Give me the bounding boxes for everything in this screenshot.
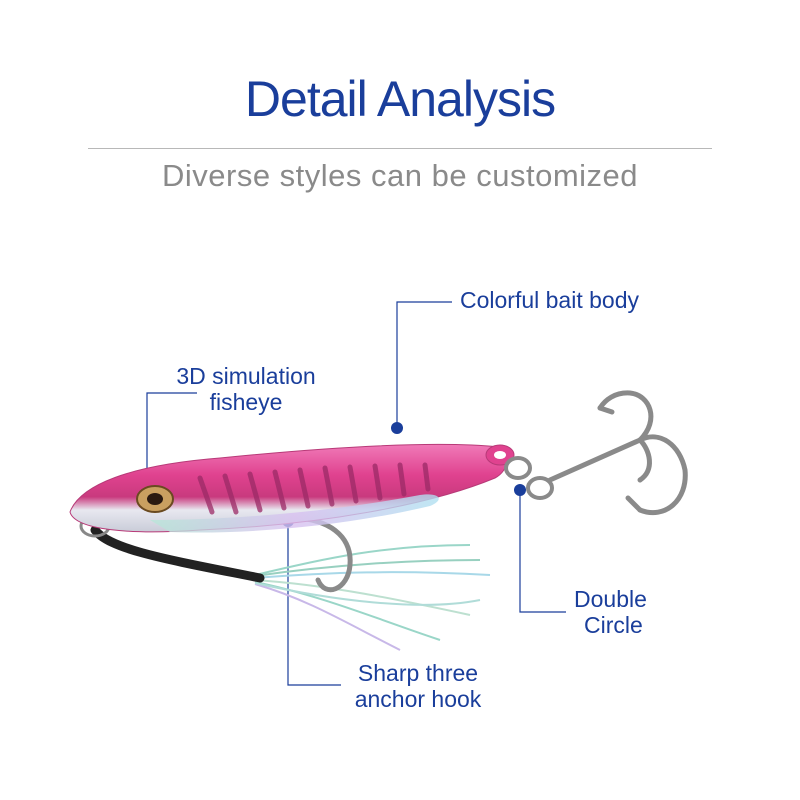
- callout-double-line2: Circle: [584, 612, 643, 638]
- tinsel-skirt: [254, 544, 491, 651]
- rear-leader: [90, 525, 265, 583]
- callout-dot-body: [391, 422, 403, 434]
- page-subtitle: Diverse styles can be customized: [161, 158, 639, 193]
- callout-fisheye-line1: 3D simulation: [176, 363, 316, 389]
- callout-line-body: [396, 301, 452, 426]
- callout-hook-line1: Sharp three: [357, 660, 479, 686]
- callout-anchor-hook: Sharp three anchor hook: [348, 660, 488, 712]
- callout-double-line1: Double: [574, 586, 647, 612]
- callout-line-double: [519, 490, 566, 613]
- callout-hook-line2: anchor hook: [354, 686, 482, 712]
- callout-bait-body: Colorful bait body: [460, 287, 639, 313]
- double-circle: [504, 456, 554, 500]
- callout-dot-double: [514, 484, 526, 496]
- callout-fisheye: 3D simulation fisheye: [160, 363, 332, 415]
- callout-fisheye-line2: fisheye: [209, 389, 283, 415]
- fisheye-pupil: [147, 493, 163, 505]
- assist-hook: [297, 515, 353, 593]
- lure-belly: [150, 494, 439, 533]
- lure-stripes: [197, 462, 431, 515]
- page-title: Detail Analysis: [244, 71, 556, 127]
- treble-hook-icon: [547, 390, 688, 516]
- title-divider: [88, 148, 712, 149]
- callout-double-circle: Double Circle: [574, 586, 647, 638]
